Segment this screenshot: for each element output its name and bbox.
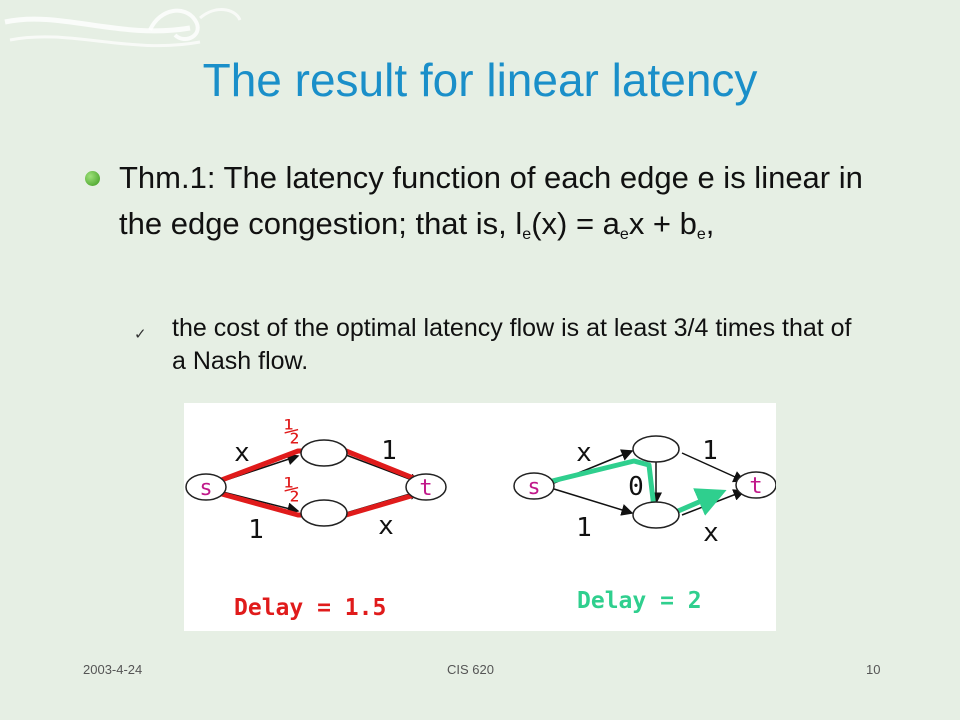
right-sink-label: t	[749, 474, 762, 499]
bullet-dot-icon	[85, 171, 100, 186]
left-network-diagram: s t x 1 1 x ½ ½ Delay = 1.5	[185, 417, 447, 621]
left-top-node	[300, 439, 348, 467]
right-delay-caption: Delay = 2	[577, 588, 702, 614]
left-source-label: s	[199, 476, 212, 501]
theorem-bullet: Thm.1: The latency function of each edge…	[85, 155, 875, 258]
right-middle-edge-label: 0	[628, 472, 644, 502]
left-delay-caption: Delay = 1.5	[234, 595, 386, 621]
right-top-right-label: 1	[702, 436, 718, 466]
right-top-node	[632, 435, 680, 463]
right-source-label: s	[527, 475, 540, 500]
footer-course: CIS 620	[447, 662, 494, 677]
right-sink-node	[735, 471, 776, 499]
left-bottom-left-label: 1	[248, 515, 264, 545]
network-figure: s t x 1 1 x ½ ½ Delay = 1.5 s t x 1	[184, 403, 776, 631]
slide-title: The result for linear latency	[202, 54, 758, 106]
footer-page-number: 10	[866, 662, 881, 677]
checkmark-icon: ✓	[134, 325, 147, 343]
sub-bullet-text: the cost of the optimal latency flow is …	[172, 314, 852, 375]
right-bottom-right-label: x	[703, 518, 719, 548]
right-edge-top-t	[681, 452, 746, 483]
right-source-node	[513, 472, 555, 500]
theorem-text: Thm.1: The latency function of each edge…	[119, 160, 863, 243]
left-top-flow-label: ½	[284, 417, 300, 447]
right-bottom-left-label: 1	[576, 513, 592, 543]
left-top-right-label: 1	[381, 436, 397, 466]
right-edge-s-bottom	[553, 488, 634, 516]
left-bottom-right-label: x	[378, 511, 394, 541]
left-top-left-label: x	[234, 438, 250, 468]
left-bottom-node	[300, 499, 348, 527]
footer-date: 2003-4-24	[83, 662, 143, 677]
left-sink-node	[405, 473, 447, 501]
decorative-swirl	[4, 8, 242, 48]
right-network-diagram: s t x 1 1 x 0 Delay = 2	[513, 435, 776, 614]
right-top-left-label: x	[576, 438, 592, 468]
left-bottom-flow-label: ½	[284, 475, 300, 505]
right-bottom-node	[632, 501, 680, 529]
sub-bullet: ✓ the cost of the optimal latency flow i…	[134, 312, 854, 378]
left-sink-label: t	[419, 476, 432, 501]
left-source-node	[185, 473, 227, 501]
